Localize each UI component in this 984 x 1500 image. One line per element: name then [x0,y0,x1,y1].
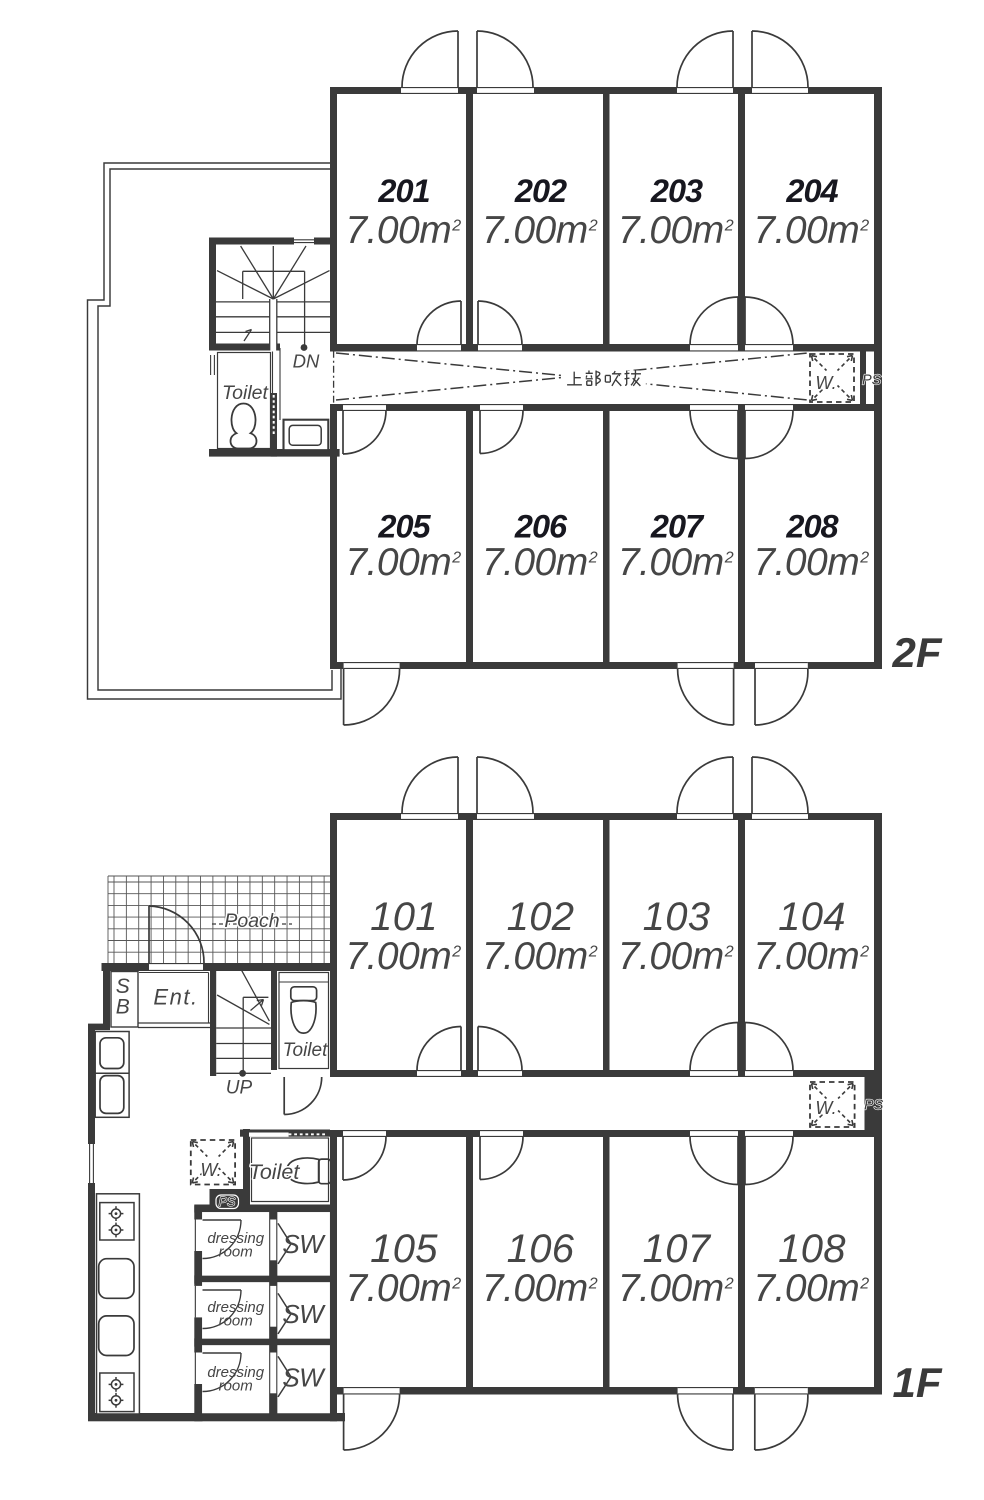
svg-text:dressing: dressing [207,1299,264,1316]
svg-text:1F: 1F [892,1359,942,1406]
svg-text:208: 208 [785,509,839,545]
svg-text:105: 105 [370,1227,438,1271]
svg-text:106: 106 [507,1227,575,1271]
svg-text:room: room [219,1312,253,1329]
svg-text:7.00m2: 7.00m2 [345,1267,461,1310]
svg-text:7.00m2: 7.00m2 [345,209,461,252]
svg-text:2F: 2F [891,629,942,676]
svg-text:Ent.: Ent. [153,985,198,1010]
svg-text:7.00m2: 7.00m2 [345,541,461,584]
svg-text:W.: W. [815,1098,836,1118]
svg-text:SW: SW [282,1229,326,1259]
svg-text:101: 101 [370,895,438,939]
svg-text:7.00m2: 7.00m2 [753,541,869,584]
svg-text:room: room [219,1377,253,1394]
svg-text:7.00m2: 7.00m2 [482,541,598,584]
svg-text:204: 204 [785,173,838,209]
svg-text:7.00m2: 7.00m2 [753,209,869,252]
svg-text:Toilet: Toilet [222,382,269,404]
svg-text:7.00m2: 7.00m2 [753,1267,869,1310]
svg-text:7.00m2: 7.00m2 [482,209,598,252]
svg-text:SW: SW [282,1299,326,1329]
svg-text:DN: DN [293,351,320,372]
svg-text:room: room [219,1244,253,1261]
svg-text:202: 202 [514,173,567,209]
svg-text:PS: PS [862,373,882,389]
svg-text:7.00m2: 7.00m2 [618,541,734,584]
svg-text:PS: PS [219,1195,236,1209]
svg-text:7.00m2: 7.00m2 [618,209,734,252]
svg-text:7.00m2: 7.00m2 [618,935,734,978]
svg-text:W.: W. [815,373,836,393]
svg-text:102: 102 [507,895,575,939]
svg-text:201: 201 [377,173,429,209]
svg-text:SW: SW [282,1363,326,1393]
svg-text:107: 107 [643,1227,712,1271]
svg-text:7.00m2: 7.00m2 [345,935,461,978]
svg-text:7.00m2: 7.00m2 [618,1267,734,1310]
svg-text:207: 207 [650,509,705,545]
svg-text:dressing: dressing [207,1364,264,1381]
svg-text:205: 205 [377,509,431,545]
svg-text:104: 104 [778,895,846,939]
svg-text:203: 203 [650,173,703,209]
svg-text:Poach: Poach [224,910,279,932]
svg-text:7.00m2: 7.00m2 [482,1267,598,1310]
svg-text:108: 108 [778,1227,846,1271]
svg-text:S: S [116,975,130,998]
svg-text:W.: W. [200,1160,221,1180]
svg-text:PS: PS [864,1098,884,1114]
svg-text:Toilet: Toilet [283,1040,328,1061]
svg-text:B: B [116,996,130,1019]
svg-text:103: 103 [643,895,711,939]
svg-text:7.00m2: 7.00m2 [482,935,598,978]
svg-text:7.00m2: 7.00m2 [753,935,869,978]
svg-text:206: 206 [514,509,568,545]
svg-text:dressing: dressing [207,1230,264,1247]
svg-text:UP: UP [226,1078,253,1099]
svg-text:Toilet: Toilet [249,1160,301,1184]
